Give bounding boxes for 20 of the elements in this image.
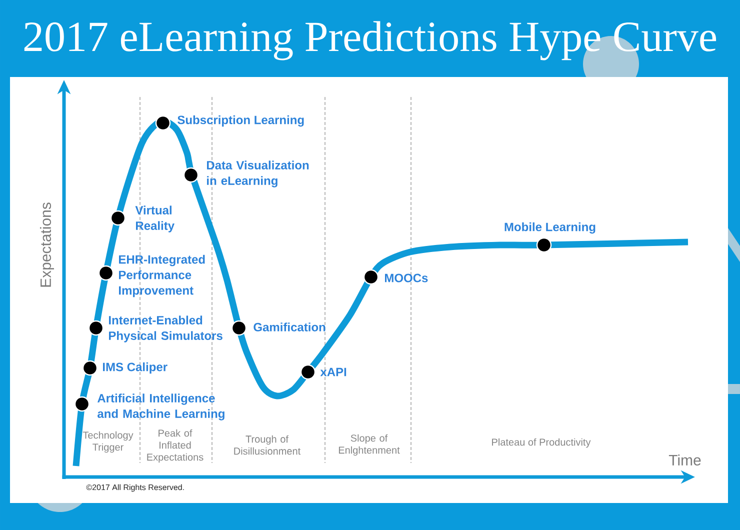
title: 2017 eLearning Predictions Hype Curve — [24, 21, 716, 60]
phase-label: Trough of Disillusionment — [234, 435, 301, 455]
point-label: EHR-Integrated Performance Improvement — [119, 254, 205, 298]
axis-label: Expectations — [40, 202, 54, 287]
point-label: Gamification — [254, 322, 326, 332]
point-label: Data Visualization in eLearning — [207, 160, 309, 188]
phase-label: Plateau of Productivity — [492, 438, 591, 448]
point-label: Artificial Intelligence and Machine Learning — [98, 394, 224, 420]
point-label: Virtual Reality — [135, 206, 174, 232]
phase-label: Peak of Inflated Expectations — [147, 429, 204, 463]
phase-label: Slope of Enlghtenment — [338, 434, 400, 456]
point-label: MOOCs — [385, 274, 428, 282]
point-label: xAPI — [320, 368, 346, 376]
point-label: IMS Caliper — [103, 362, 168, 374]
phase-label: Technology Trigger — [82, 431, 134, 453]
point-label: Subscription Learning — [178, 115, 304, 127]
point-label: Mobile Learning — [504, 222, 596, 234]
copyright-note: ©2017 All Rights Reserved. — [86, 484, 184, 492]
axis-label: Time — [668, 454, 701, 466]
point-label: Internet-Enabled Physical Simulators — [109, 316, 222, 342]
